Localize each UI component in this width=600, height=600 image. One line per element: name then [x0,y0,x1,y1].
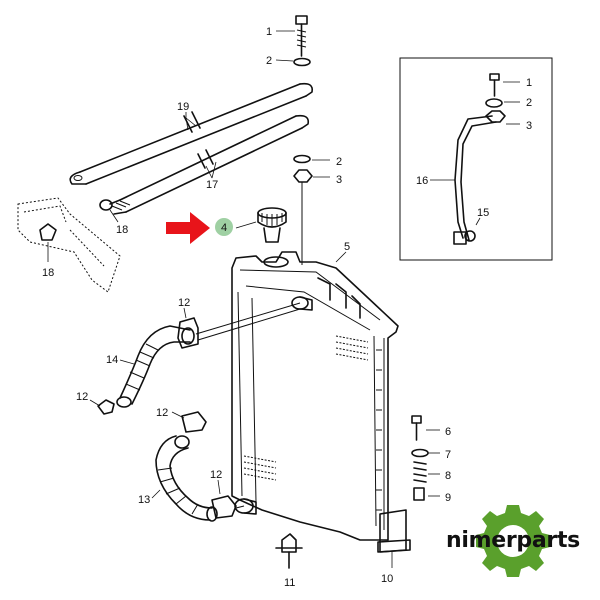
radiator-body: 5 10 [231,241,411,585]
part-highlight-marker [215,218,233,236]
inset-label-3: 3 [526,120,532,132]
lower-hose: 12 12 13 [138,407,245,522]
top-bolt-stack: 1 2 2 3 [266,15,342,265]
upper-hose-outline-a [119,325,191,399]
label-12d: 12 [210,469,222,481]
inset-label-2: 2 [526,97,532,109]
label-12c: 12 [156,407,168,419]
inset-nut-15 [464,230,476,242]
inset-rod-end [453,231,467,245]
label-10: 10 [381,573,393,585]
lower-hose-lower-clamp [211,495,237,519]
label-1: 1 [266,26,272,38]
upper-hose-clamp [177,317,199,349]
radiator-decal-bottom [243,455,277,481]
label-7: 7 [445,449,451,461]
rod-nut-18 [99,199,113,211]
stay-rod-17 [119,115,303,213]
label-13: 13 [138,494,150,506]
label-6: 6 [445,426,451,438]
inset-label-16: 16 [416,175,428,187]
label-9: 9 [445,492,451,504]
label-11: 11 [284,577,295,589]
upper-hose-lower-clamp [97,399,115,415]
side-spring [413,461,427,483]
label-18b: 18 [116,224,128,236]
top-bolt-head [295,15,308,25]
inset-label-1: 1 [526,77,532,89]
lower-hose-upper-clamp [181,411,207,433]
label-8: 8 [445,470,451,482]
inset-label-15: 15 [477,207,489,219]
lower-hose-outline-a [155,435,211,521]
inset-washer [485,98,503,108]
label-12a: 12 [178,297,190,309]
label-4: 4 [221,222,227,234]
inset-rod [454,115,493,239]
side-washer [411,448,429,458]
side-bolt-stack: 6 7 8 9 [411,415,451,504]
label-3: 3 [336,174,342,186]
lower-washer [293,154,311,164]
label-19: 19 [177,101,189,113]
brand-logo-text: nimerparts [446,528,580,553]
side-bolt-head [411,415,422,424]
drain-tap: 11 [275,533,303,589]
inset-frame [399,57,553,261]
bracket-plate [17,197,121,293]
stay-rod-19 [79,83,307,185]
label-5: 5 [344,241,350,253]
label-17: 17 [206,179,218,191]
lower-nut [293,169,313,183]
label-2: 2 [266,55,272,67]
left-bracket: 18 18 [17,197,128,293]
label-18a: 18 [42,267,54,279]
stay-rods: 19 17 [69,82,314,215]
gear-icon [476,505,550,577]
radiator-cap [235,207,287,243]
inset-bolt [489,73,500,97]
inset-detail: 1 2 3 16 15 [399,57,553,261]
drain-tap-body [281,533,297,553]
label-12b: 12 [76,391,88,403]
bracket-nut-18 [39,223,57,241]
red-arrow [166,212,210,244]
label-14: 14 [106,354,118,366]
upper-hose: 14 12 12 [76,297,301,415]
label-2b: 2 [336,156,342,168]
radiator-outline [231,251,399,541]
filler-neck [263,256,289,268]
radiator-decal-top [335,335,369,361]
side-spacer [413,487,425,501]
top-washer [293,57,311,67]
